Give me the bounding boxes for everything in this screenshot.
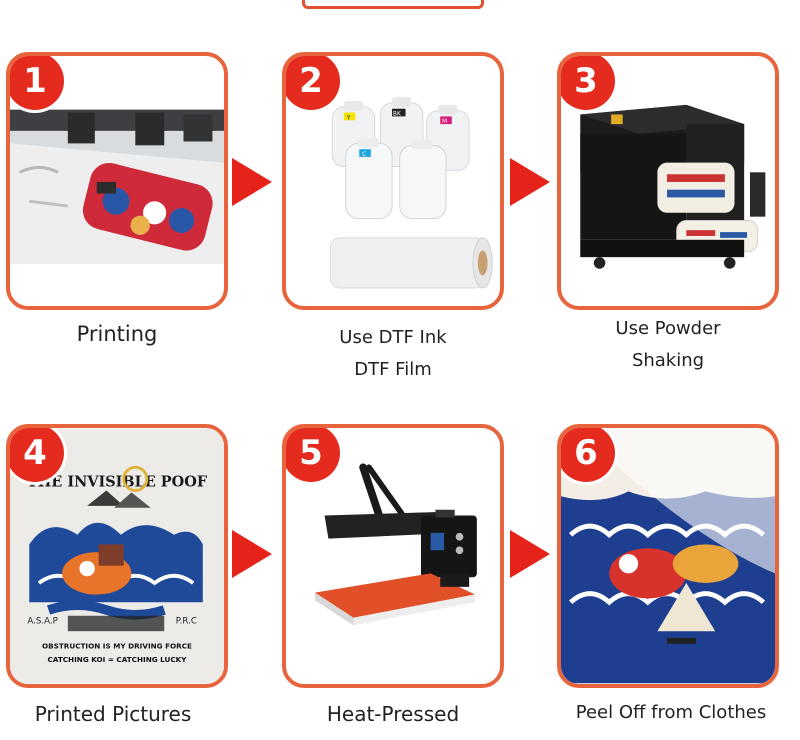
arrow-right-icon	[510, 530, 550, 578]
step-caption-printed: Printed Pictures	[34, 702, 192, 726]
heat-press-photo	[286, 428, 500, 684]
step-caption-powder: Use Powder Shaking	[615, 318, 721, 371]
step-caption-peel-off: Peel Off from Clothes	[575, 702, 767, 723]
step-card-powder-shaking: 3	[557, 52, 779, 310]
step-number-badge: 5	[286, 428, 340, 482]
print-line-2: CATCHING KOI = CATCHING LUCKY	[48, 655, 188, 664]
print-left-tag: A.S.A.P	[27, 616, 58, 626]
step-card-peel-off: 6	[557, 424, 779, 688]
step-number-badge: 3	[561, 56, 615, 110]
header-banner-edge	[302, 0, 484, 9]
step-number-badge: 6	[561, 428, 615, 482]
arrow-right-icon	[232, 158, 272, 206]
step-card-printed-pictures: 4 THE INVISIBLE POOF A.S.A.P P.R.C OBSTR…	[6, 424, 228, 688]
black-bottle-label: BK	[393, 111, 401, 117]
step-card-dtf-ink-film: 2 Y BK M C	[282, 52, 504, 310]
print-title: THE INVISIBLE POOF	[27, 474, 208, 491]
cyan-bottle-label: C	[362, 152, 366, 158]
step-card-printing: 1	[6, 52, 228, 310]
magenta-bottle-label: M	[442, 119, 447, 125]
powder-shaker-machine-photo	[561, 56, 775, 306]
print-right-tag: P.R.C	[176, 616, 197, 626]
step-number-badge: 4	[10, 428, 64, 482]
arrow-right-icon	[510, 158, 550, 206]
print-line-1: OBSTRUCTION IS MY DRIVING FORCE	[42, 642, 192, 651]
peel-off-garment-photo	[561, 428, 775, 684]
step-number-badge: 2	[286, 56, 340, 110]
step-caption-dtf: Use DTF Ink DTF Film	[339, 327, 447, 380]
printing-photo	[10, 56, 224, 306]
step-number-badge: 1	[10, 56, 64, 110]
ink-and-film-photo: Y BK M C	[286, 56, 500, 306]
step-caption-printing: Printing	[76, 322, 158, 346]
step-caption-heat-pressed: Heat-Pressed	[326, 702, 460, 726]
step-card-heat-press: 5	[282, 424, 504, 688]
arrow-right-icon	[232, 530, 272, 578]
yellow-bottle-label: Y	[346, 115, 351, 121]
